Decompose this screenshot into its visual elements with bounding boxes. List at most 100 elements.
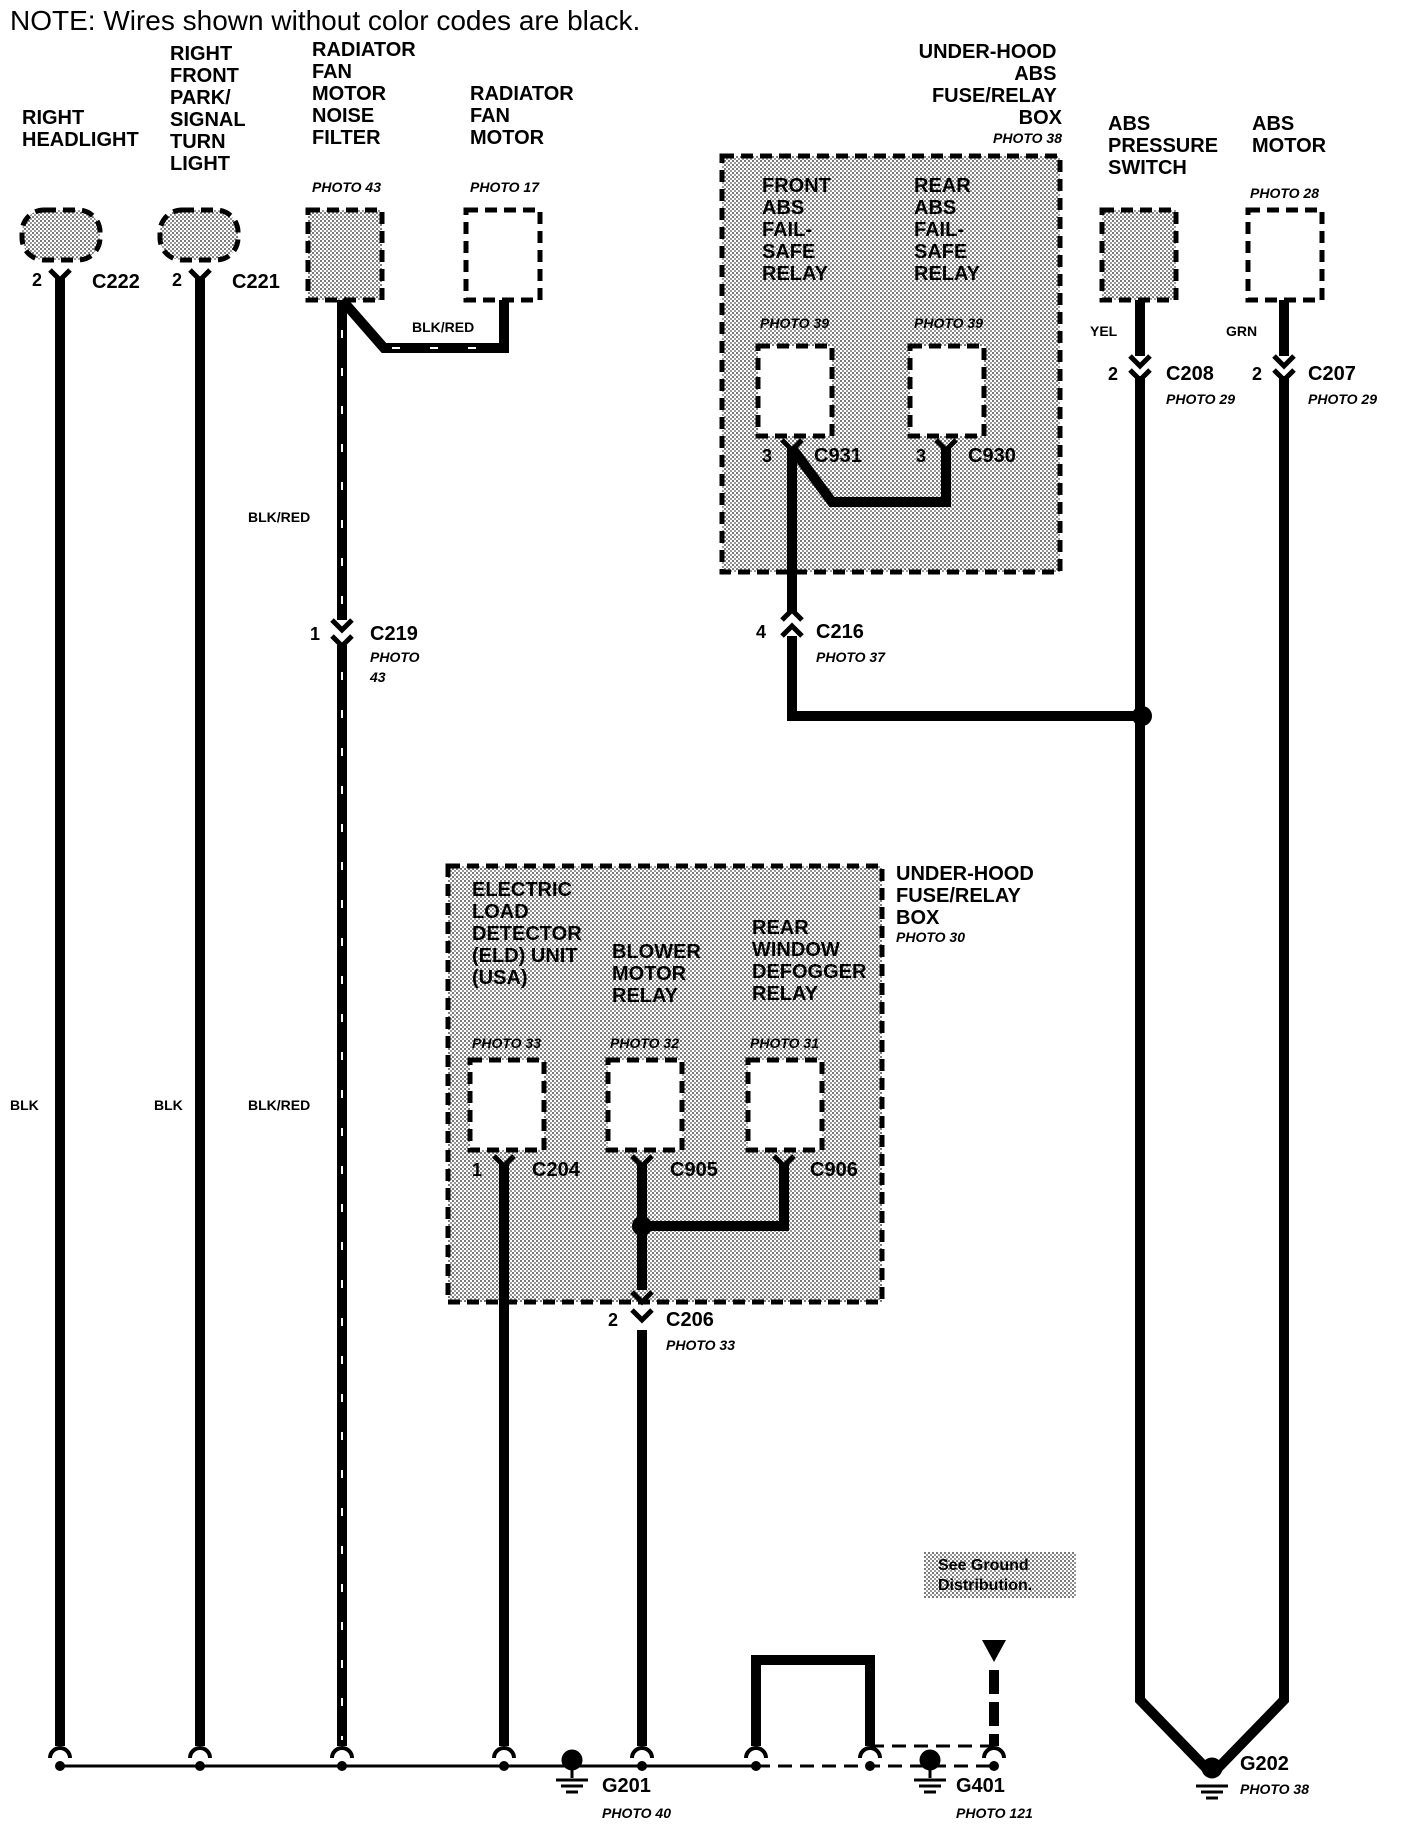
c207-pin: 2: [1252, 364, 1262, 384]
c216-label: C216: [816, 621, 864, 643]
wire-color-blk-turn: BLK: [154, 1097, 183, 1113]
see-ground-note: See Ground Distribution.: [938, 1557, 1033, 1594]
terminal-dot: [989, 1761, 999, 1771]
front-abs-relay-photo: PHOTO 39: [760, 315, 829, 331]
g202-photo: PHOTO 38: [1240, 1781, 1309, 1797]
c206-photo: PHOTO 33: [666, 1337, 735, 1353]
c222-pin: 2: [32, 270, 42, 290]
c219-photo: PHOTO 43: [369, 649, 423, 685]
terminal-dot: [499, 1761, 509, 1771]
wire-color-blk-headlight: BLK: [10, 1097, 39, 1113]
splice-dot: [1132, 706, 1152, 726]
abs-motor-photo: PHOTO 28: [1250, 185, 1319, 201]
c204-pin: 1: [472, 1160, 482, 1180]
blower-relay-photo: PHOTO 32: [610, 1035, 679, 1051]
abs-motor-symbol: [1245, 207, 1325, 303]
abs-pressure-switch-symbol: [1099, 207, 1179, 303]
right-front-turn-light-label: RIGHT FRONT PARK/ SIGNAL TURN LIGHT: [170, 43, 251, 175]
see-ground-note-box: [924, 1552, 1076, 1598]
c206-label: C206: [666, 1309, 714, 1331]
rear-abs-relay-symbol: [907, 343, 987, 439]
c905-label: C905: [670, 1159, 718, 1181]
terminal-dot: [637, 1761, 647, 1771]
wire-color-blkred-mid: BLK/RED: [248, 509, 310, 525]
defogger-relay-symbol: [745, 1057, 825, 1153]
ground-distribution-arrow-icon: [982, 1640, 1006, 1662]
splice-dot: [632, 1216, 652, 1236]
noise-filter-symbol: [305, 207, 385, 303]
c208-label: C208: [1166, 363, 1214, 385]
wire-color-blkred-low: BLK/RED: [248, 1097, 310, 1113]
g201-label: G201: [602, 1775, 651, 1797]
wire-c216-to-splice: [787, 636, 1144, 721]
bottom-terminals: [48, 1746, 1006, 1759]
g401-label: G401: [956, 1775, 1005, 1797]
abs-motor-label: ABS MOTOR: [1252, 113, 1327, 157]
terminal-dot: [337, 1761, 347, 1771]
fan-motor-photo: PHOTO 17: [470, 179, 540, 195]
connector-glyphs: [48, 268, 1296, 1324]
g202-label: G202: [1240, 1753, 1289, 1775]
wire-color-yel: YEL: [1090, 323, 1118, 339]
wire-color-grn: GRN: [1226, 323, 1257, 339]
abs-pressure-switch-label: ABS PRESSURE SWITCH: [1108, 113, 1224, 179]
front-abs-relay-label: FRONT ABS FAIL- SAFE RELAY: [762, 175, 836, 285]
blower-relay-symbol: [605, 1057, 685, 1153]
g201-photo: PHOTO 40: [602, 1805, 671, 1821]
wire-pressure-switch-to-ground: [1135, 376, 1210, 1772]
g201-ground-icon: [556, 1749, 588, 1794]
wire-color-blkred-top: BLK/RED: [412, 319, 474, 335]
c930-label: C930: [968, 445, 1016, 467]
c207-label: C207: [1308, 363, 1356, 385]
c221-label: C221: [232, 271, 280, 293]
g401-ground-icon: [914, 1749, 946, 1794]
defogger-relay-photo: PHOTO 31: [750, 1035, 819, 1051]
fuse-box-label: UNDER-HOOD FUSE/RELAY BOX: [896, 863, 1039, 929]
c931-pin: 3: [762, 446, 772, 466]
terminal-dot: [751, 1761, 761, 1771]
fuse-box-photo: PHOTO 30: [896, 929, 965, 945]
terminal-dot: [865, 1761, 875, 1771]
c204-label: C204: [532, 1159, 581, 1181]
blower-relay-label: BLOWER MOTOR RELAY: [612, 941, 706, 1007]
c931-label: C931: [814, 445, 862, 467]
abs-box-label: UNDER-HOOD ABS FUSE/RELAY BOX: [919, 41, 1063, 129]
c221-pin: 2: [172, 270, 182, 290]
wire-ground-loop: [751, 1655, 875, 1746]
fan-motor-label: RADIATOR FAN MOTOR: [470, 83, 579, 149]
note-text: NOTE: Wires shown without color codes ar…: [10, 5, 640, 36]
g401-photo: PHOTO 121: [956, 1805, 1033, 1821]
c208-photo: PHOTO 29: [1166, 391, 1235, 407]
right-headlight-label: RIGHT HEADLIGHT: [22, 107, 139, 151]
c930-pin: 3: [916, 446, 926, 466]
noise-filter-photo: PHOTO 43: [312, 179, 381, 195]
c216-pin: 4: [756, 622, 766, 642]
wire-defogger: [642, 1164, 789, 1231]
c208-pin: 2: [1108, 364, 1118, 384]
wire-abs-relay-bridge: [787, 445, 951, 507]
eld-symbol: [467, 1057, 547, 1153]
terminal-dot: [195, 1761, 205, 1771]
rear-abs-relay-label: REAR ABS FAIL- SAFE RELAY: [914, 175, 981, 285]
abs-box-photo: PHOTO 38: [993, 130, 1062, 146]
c906-label: C906: [810, 1159, 858, 1181]
c207-photo: PHOTO 29: [1308, 391, 1377, 407]
front-abs-relay-symbol: [755, 343, 835, 439]
eld-label: ELECTRIC LOAD DETECTOR (ELD) UNIT (USA): [472, 879, 587, 989]
eld-photo: PHOTO 33: [472, 1035, 541, 1051]
wire-abs-motor-to-ground: [1214, 376, 1289, 1772]
rear-abs-relay-photo: PHOTO 39: [914, 315, 983, 331]
fan-motor-symbol: [463, 207, 543, 303]
right-headlight-symbol: [19, 207, 103, 263]
wire-filter-to-fan: [338, 296, 509, 353]
c206-pin: 2: [608, 1310, 618, 1330]
g202-ground-icon: [1196, 1757, 1228, 1800]
noise-filter-label: RADIATOR FAN MOTOR NOISE FILTER: [312, 39, 421, 149]
c216-photo: PHOTO 37: [816, 649, 886, 665]
right-front-turn-light-symbol: [157, 207, 241, 263]
c222-label: C222: [92, 271, 140, 293]
defogger-relay-label: REAR WINDOW DEFOGGER RELAY: [752, 917, 872, 1005]
c219-pin: 1: [310, 624, 320, 644]
terminal-dot: [55, 1761, 65, 1771]
